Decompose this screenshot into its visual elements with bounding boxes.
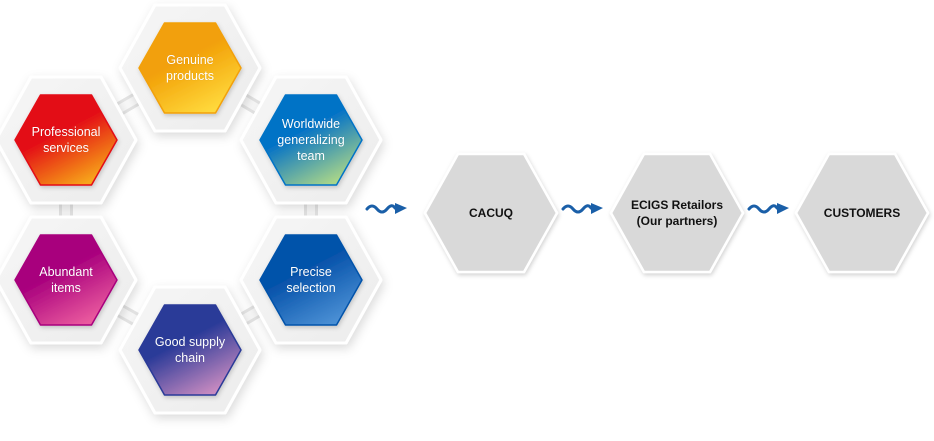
hexagon-fill [14, 94, 118, 186]
hexagon-fill [259, 234, 363, 326]
wavy-arrow-icon [365, 203, 407, 214]
professional-label-line: services [43, 141, 89, 155]
genuine-label-line: products [166, 69, 214, 83]
hexagon-fill [138, 304, 242, 396]
customers-label: CUSTOMERS [824, 205, 900, 221]
wavy-arrow-icon [747, 203, 789, 214]
genuine-label: Genuine products [166, 52, 214, 84]
worldwide-label-line: generalizing [277, 133, 345, 147]
precise-label: Precise selection [286, 264, 335, 296]
ecigs-retailors-label-line: (Our partners) [636, 214, 718, 228]
worldwide-label-line: team [297, 149, 325, 163]
good-supply-label-line: Good supply [154, 335, 226, 349]
hexagon-customers [794, 152, 930, 274]
hexagon-fill [609, 152, 745, 274]
genuine-label-line: Genuine [166, 53, 214, 67]
professional-label-line: Professional [31, 125, 101, 139]
hexagon-fill [794, 152, 930, 274]
worldwide-label: Worldwide generalizing team [277, 116, 344, 164]
hexagon-good-supply [118, 285, 262, 415]
hexagon-fill [259, 94, 363, 186]
hexagon-professional [0, 75, 138, 205]
cacuq-label: CACUQ [469, 205, 513, 221]
hexagon-worldwide [239, 75, 383, 205]
wavy-arrow-icon [561, 203, 603, 214]
worldwide-label-line: Worldwide [281, 117, 341, 131]
hexagon-fill [14, 234, 118, 326]
customers-label-line: CUSTOMERS [823, 206, 901, 220]
hexagon-genuine [118, 3, 262, 133]
abundant-label: Abundant items [39, 264, 93, 296]
professional-label: Professional services [32, 124, 101, 156]
hexagon-precise [239, 215, 383, 345]
hexagon-cacuq [423, 152, 559, 274]
abundant-label-line: Abundant [39, 265, 93, 279]
hexagon-fill [423, 152, 559, 274]
flow-arrows [365, 203, 789, 214]
feature-hexagons [0, 3, 383, 415]
good-supply-label-line: chain [175, 351, 205, 365]
hexagon-fill [138, 22, 242, 114]
ecigs-retailors-label: ECIGS Retailors (Our partners) [631, 197, 723, 229]
hexagon-ecigs-retailors [609, 152, 745, 274]
good-supply-label: Good supply chain [155, 334, 225, 366]
hexagon-abundant [0, 215, 138, 345]
flow-hexagons [423, 152, 930, 274]
precise-label-line: Precise [290, 265, 332, 279]
ecigs-retailors-label-line: ECIGS Retailors [630, 198, 724, 212]
abundant-label-line: items [51, 281, 81, 295]
cacuq-label-line: CACUQ [469, 206, 513, 220]
precise-label-line: selection [286, 281, 336, 295]
